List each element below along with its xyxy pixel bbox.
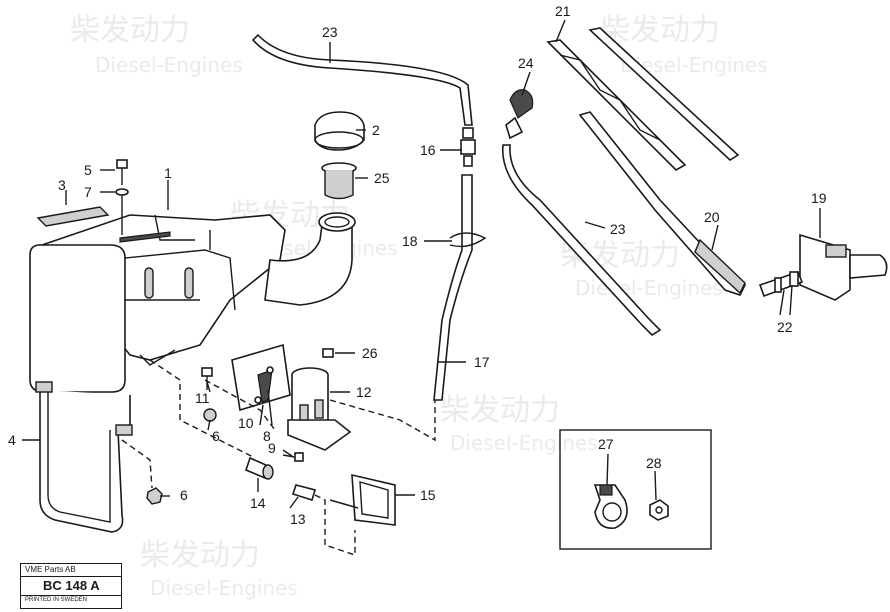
callout-7: 7 — [84, 184, 92, 200]
callout-12: 12 — [356, 384, 372, 400]
callout-24: 24 — [518, 55, 534, 71]
callout-16: 16 — [420, 142, 436, 158]
callout-26: 26 — [362, 345, 378, 361]
callout-15: 15 — [420, 487, 436, 503]
tank-filler-neck — [264, 212, 356, 306]
callout-3: 3 — [58, 177, 66, 193]
watermark-cn-6: 柴发动力 — [140, 538, 260, 573]
dashed-routing-4 — [329, 399, 436, 442]
cap-2 — [314, 111, 365, 151]
callout-14: 14 — [250, 495, 266, 511]
callout-8: 8 — [263, 428, 271, 444]
screw-9 — [282, 452, 304, 462]
watermark-en-5: Diesel-Engines — [450, 431, 598, 455]
callout-23-upper: 23 — [322, 24, 338, 40]
strainer-25 — [321, 162, 357, 200]
title-block-code: BC 148 A — [43, 578, 100, 593]
callout-10: 10 — [238, 415, 254, 431]
bolt-5 — [115, 159, 129, 235]
callout-18: 18 — [402, 233, 418, 249]
nozzle-24 — [505, 89, 534, 140]
watermark-group: 柴发动力 Diesel-Engines 柴发动力 Diesel-Engines … — [70, 13, 768, 600]
leader-lines — [22, 19, 821, 509]
callout-19: 19 — [811, 190, 827, 206]
clamp-27 — [593, 484, 628, 529]
dashed-routing-3 — [314, 494, 356, 556]
callout-28: 28 — [646, 455, 662, 471]
clip-15 — [329, 473, 396, 526]
callout-2: 2 — [372, 122, 380, 138]
clip-18 — [449, 232, 487, 248]
callout-5: 5 — [84, 162, 92, 178]
callout-labels: 1 2 3 4 5 6 6 7 8 9 10 11 12 13 14 15 16… — [8, 3, 827, 527]
washer-tank — [29, 214, 286, 393]
hose-17 — [433, 174, 473, 401]
watermark-cn-2: 柴发动力 — [600, 13, 720, 48]
nut-28 — [649, 499, 669, 521]
screw-26 — [322, 348, 334, 358]
title-block: VME Parts AB BC 148 A PRINTED IN SWEDEN — [20, 563, 122, 609]
callout-13: 13 — [290, 511, 306, 527]
wiper-motor-19 — [799, 233, 888, 301]
hose-23-lower — [501, 144, 662, 337]
callout-1: 1 — [164, 165, 172, 181]
title-block-company: VME Parts AB — [25, 565, 76, 574]
callout-21: 21 — [555, 3, 571, 19]
callout-27: 27 — [598, 436, 614, 452]
nut-6-lower — [146, 487, 163, 505]
watermark-en-6: Diesel-Engines — [150, 576, 298, 600]
title-block-printed: PRINTED IN SWEDEN — [25, 597, 88, 603]
dashed-routing-2 — [121, 439, 153, 489]
wiper-blade-21 — [546, 27, 740, 171]
screw-11 — [201, 367, 213, 390]
title-block-divider-2 — [21, 595, 121, 596]
valve-16 — [460, 127, 476, 167]
inset-detail-box — [559, 429, 712, 550]
watermark-cn-1: 柴发动力 — [70, 13, 190, 48]
callout-6-upper: 6 — [212, 428, 220, 444]
callout-17: 17 — [474, 354, 490, 370]
callout-20: 20 — [704, 209, 720, 225]
callout-4: 4 — [8, 432, 16, 448]
pump-12 — [287, 367, 352, 451]
spindle-22 — [758, 270, 804, 298]
dashed-routing-5 — [204, 379, 276, 431]
callout-22: 22 — [777, 319, 793, 335]
pad-3 — [36, 206, 110, 227]
watermark-en-4: Diesel-Engines — [575, 276, 723, 300]
mounting-plate-10 — [231, 343, 291, 412]
title-block-divider-1 — [21, 576, 121, 577]
connector-14 — [245, 456, 274, 480]
hose-23-upper — [251, 33, 473, 126]
watermark-cn-5: 柴发动力 — [440, 393, 560, 428]
tank-bracket — [35, 381, 133, 533]
connector-13 — [291, 484, 317, 502]
wiper-arm-20 — [578, 111, 747, 296]
watermark-en-1: Diesel-Engines — [95, 53, 243, 77]
callout-6-lower: 6 — [180, 487, 188, 503]
callout-23-lower: 23 — [610, 221, 626, 237]
nut-6-upper — [203, 408, 217, 422]
callout-11: 11 — [195, 390, 210, 406]
callout-25: 25 — [374, 170, 390, 186]
callout-9: 9 — [268, 440, 276, 456]
